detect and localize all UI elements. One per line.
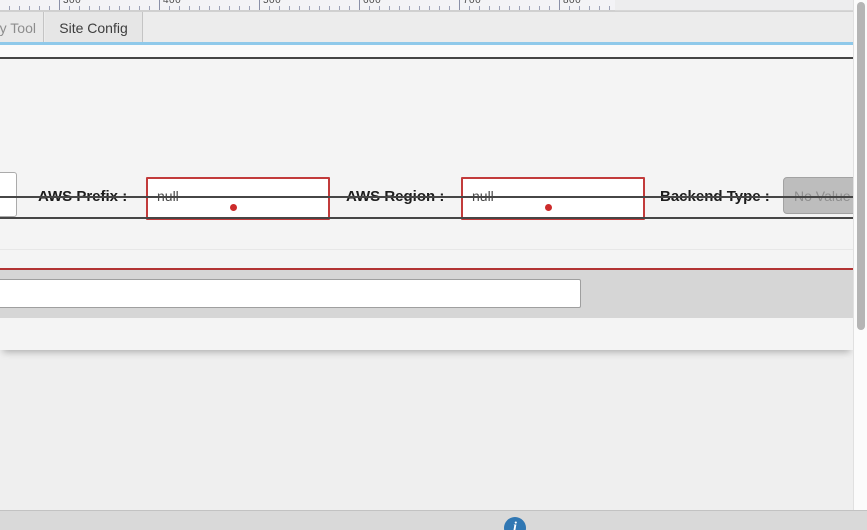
info-icon: i <box>513 520 517 530</box>
ruler-ticks: 300 400 500 600 700 800 <box>0 0 615 10</box>
ruler-minor-tick <box>539 6 540 10</box>
ruler-minor-tick <box>569 6 570 10</box>
ruler-minor-tick <box>439 6 440 10</box>
ruler-major-tick <box>259 0 260 10</box>
tab-accent-line <box>0 42 853 45</box>
ruler-minor-tick <box>9 6 10 10</box>
validation-dot-icon <box>230 204 237 211</box>
horizontal-ruler: 300 400 500 600 700 800 <box>0 0 615 11</box>
ruler-minor-tick <box>369 6 370 10</box>
tab-bar: y Tool Site Config <box>0 11 853 43</box>
content-area <box>0 350 853 510</box>
ruler-minor-tick <box>29 6 30 10</box>
tab-label: y Tool <box>0 19 36 36</box>
ruler-minor-tick <box>519 6 520 10</box>
ruler-tick-label: 300 <box>63 0 82 6</box>
ruler-tick-label: 500 <box>263 0 282 6</box>
vertical-scrollbar[interactable] <box>853 0 867 510</box>
ruler-minor-tick <box>349 6 350 10</box>
ruler-minor-tick <box>39 6 40 10</box>
ruler-minor-tick <box>49 6 50 10</box>
tab-label: Site Config <box>59 19 128 36</box>
ruler-tick-label: 700 <box>463 0 482 6</box>
ruler-major-tick <box>559 0 560 10</box>
ruler-minor-tick <box>239 6 240 10</box>
ruler-minor-tick <box>79 6 80 10</box>
ruler-minor-tick <box>379 6 380 10</box>
ruler-major-tick <box>59 0 60 10</box>
ruler-minor-tick <box>119 6 120 10</box>
ruler-minor-tick <box>109 6 110 10</box>
ruler-minor-tick <box>579 6 580 10</box>
ruler-minor-tick <box>509 6 510 10</box>
divider-red <box>0 268 853 270</box>
ruler-major-tick <box>459 0 460 10</box>
scrollbar-thumb[interactable] <box>857 2 865 330</box>
aws-region-input[interactable] <box>461 177 645 220</box>
divider-dark-top <box>0 57 853 59</box>
ruler-minor-tick <box>589 6 590 10</box>
tab-site-config[interactable]: Site Config <box>45 12 143 43</box>
ruler-minor-tick <box>269 6 270 10</box>
ruler-minor-tick <box>419 6 420 10</box>
ruler-minor-tick <box>169 6 170 10</box>
info-button[interactable]: i <box>504 517 526 530</box>
light-strip <box>0 45 853 57</box>
ruler-minor-tick <box>499 6 500 10</box>
ruler-minor-tick <box>199 6 200 10</box>
divider-dark-mid-2 <box>0 217 853 219</box>
ruler-minor-tick <box>69 6 70 10</box>
ruler-minor-tick <box>339 6 340 10</box>
ruler-minor-tick <box>19 6 20 10</box>
backend-type-value: No Value <box>794 188 851 204</box>
ruler-minor-tick <box>409 6 410 10</box>
ruler-minor-tick <box>89 6 90 10</box>
form-section: AWS Prefix : AWS Region : Backend Type :… <box>0 59 861 250</box>
ruler-minor-tick <box>449 6 450 10</box>
tab-tool-partial[interactable]: y Tool <box>0 12 44 43</box>
ruler-minor-tick <box>329 6 330 10</box>
ruler-minor-tick <box>399 6 400 10</box>
ruler-tick-label: 600 <box>363 0 382 6</box>
ruler-minor-tick <box>99 6 100 10</box>
ruler-minor-tick <box>249 6 250 10</box>
validation-dot-icon <box>545 204 552 211</box>
ruler-minor-tick <box>149 6 150 10</box>
wide-text-input[interactable] <box>0 279 581 308</box>
ruler-tick-label: 400 <box>163 0 182 6</box>
light-panel <box>0 318 853 350</box>
ruler-minor-tick <box>469 6 470 10</box>
ruler-minor-tick <box>289 6 290 10</box>
ruler-minor-tick <box>599 6 600 10</box>
cutoff-input-left[interactable] <box>0 172 17 217</box>
ruler-minor-tick <box>529 6 530 10</box>
faint-divider <box>0 249 853 250</box>
ruler-minor-tick <box>189 6 190 10</box>
ruler-minor-tick <box>479 6 480 10</box>
ruler-minor-tick <box>429 6 430 10</box>
ruler-minor-tick <box>549 6 550 10</box>
ruler-tick-label: 800 <box>563 0 582 6</box>
ruler-minor-tick <box>229 6 230 10</box>
ruler-minor-tick <box>389 6 390 10</box>
footer-border <box>0 510 867 511</box>
ruler-minor-tick <box>279 6 280 10</box>
ruler-minor-tick <box>179 6 180 10</box>
divider-dark-mid-1 <box>0 196 853 198</box>
ruler-minor-tick <box>319 6 320 10</box>
footer-bar <box>0 511 867 530</box>
ruler-major-tick <box>159 0 160 10</box>
ruler-minor-tick <box>129 6 130 10</box>
aws-prefix-input[interactable] <box>146 177 330 220</box>
ruler-minor-tick <box>299 6 300 10</box>
ruler-minor-tick <box>309 6 310 10</box>
ruler-minor-tick <box>609 6 610 10</box>
ruler-minor-tick <box>139 6 140 10</box>
ruler-minor-tick <box>209 6 210 10</box>
ruler-minor-tick <box>219 6 220 10</box>
ruler-empty-area <box>615 0 853 11</box>
ruler-major-tick <box>359 0 360 10</box>
ruler-minor-tick <box>489 6 490 10</box>
